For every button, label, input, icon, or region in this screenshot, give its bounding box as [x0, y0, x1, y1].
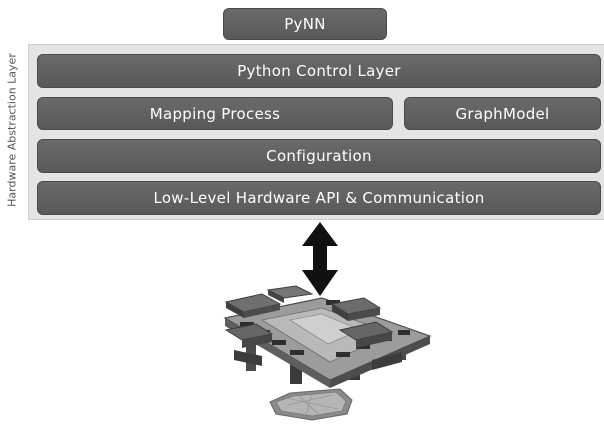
graph-model-box: GraphModel	[404, 97, 601, 130]
neuromorphic-hardware-system-image	[223, 285, 432, 421]
low-level-hardware-api-label: Low-Level Hardware API & Communication	[153, 189, 485, 207]
pynn-label: PyNN	[284, 15, 326, 33]
graph-model-label: GraphModel	[455, 104, 550, 123]
mapping-process-label: Mapping Process	[149, 104, 281, 123]
configuration-box: Configuration	[37, 139, 601, 173]
mapping-process-box: Mapping Process	[37, 97, 393, 130]
python-control-layer-box: Python Control Layer	[37, 54, 601, 88]
pynn-box: PyNN	[223, 8, 387, 40]
low-level-hardware-api-box: Low-Level Hardware API & Communication	[37, 181, 601, 215]
double-vertical-arrow-icon	[302, 222, 338, 296]
python-control-layer-label: Python Control Layer	[237, 62, 401, 80]
configuration-label: Configuration	[266, 147, 372, 165]
